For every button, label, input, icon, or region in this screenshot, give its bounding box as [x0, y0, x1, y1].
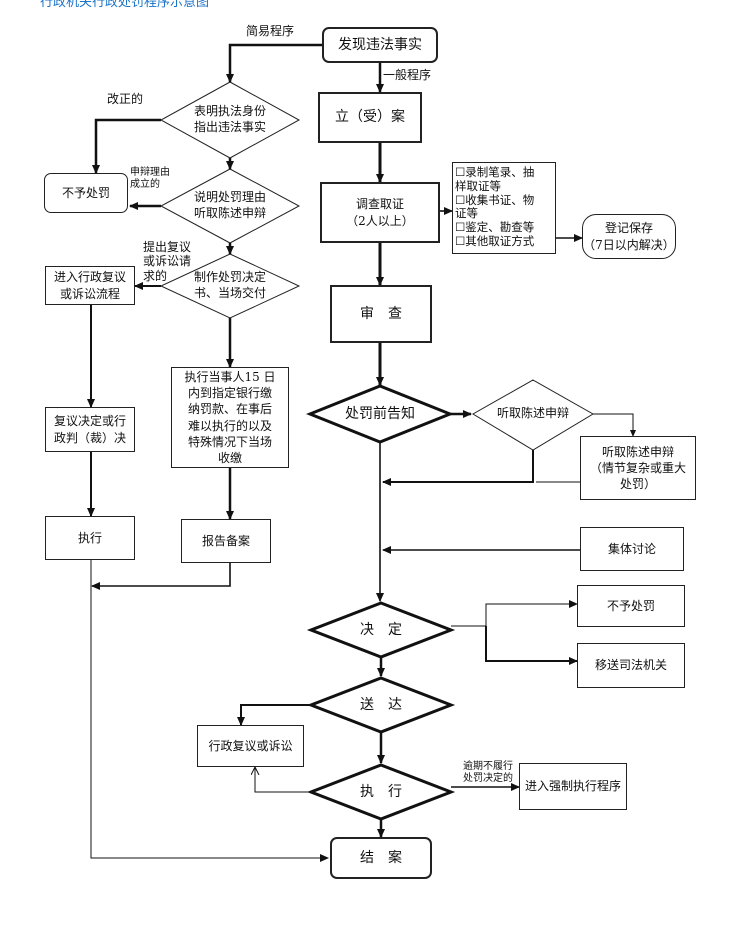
label-file-review: 提出复议 或诉讼请 求的 [143, 240, 192, 283]
node-collective: 集体讨论 [580, 527, 684, 571]
node-close-case: 结 案 [330, 837, 432, 879]
edge-corrected [92, 118, 161, 174]
node-admin-review: 进入行政复议 或诉讼流程 [45, 266, 135, 305]
edge-deliver-review [237, 704, 311, 726]
label-overdue: 逾期不履行 处罚决定的 [463, 761, 513, 784]
label-simple-procedure: 简易程序 [246, 24, 295, 38]
node-enforce: 进入强制执行程序 [519, 763, 627, 810]
edge-hear-return [382, 450, 534, 486]
page-title: 行政机关行政处罚程序示意图 [40, 0, 210, 10]
edge-branch-transfer [485, 626, 578, 665]
node-admin-review-lawsuit: 行政复议或诉讼 [197, 725, 304, 767]
node-hear-statement-box: 听取陈述申辩 （情节复杂或重大 处罚） [580, 436, 696, 500]
node-make-decision-text: 制作处罚决定 书、当场交付 [193, 270, 266, 300]
node-show-identity-text: 表明执法身份 指出违法事实 [193, 104, 266, 134]
node-no-penalty-left: 不予处罚 [44, 173, 128, 213]
node-pre-notice-text: 处罚前告知 [345, 405, 415, 422]
label-general-procedure: 一般程序 [383, 68, 432, 82]
node-investigate: 调查取证 （2人以上） [320, 182, 440, 243]
edge-left-to-close [90, 560, 329, 862]
node-review: 审 查 [330, 285, 432, 343]
node-decide-text: 决 定 [360, 621, 402, 638]
label-defense-valid: 申辩理由 成立的 [130, 167, 170, 190]
evidence-list: ☐录制笔录、抽 样取证等 ☐收集书证、物 证等 ☐鉴定、勘查等 ☐其他取证方式 [455, 165, 535, 248]
edge-report-merge [91, 563, 231, 590]
node-report-record: 报告备案 [181, 519, 271, 563]
edge-simple-procedure [226, 43, 322, 83]
node-review-decision: 复议决定或行 政判（裁）决 [45, 407, 135, 452]
node-deliver-text: 送 达 [360, 696, 402, 713]
node-register-case: 立（受）案 [318, 92, 422, 143]
edge-execute-review [255, 767, 311, 793]
edge-branch-no-penalty [485, 600, 578, 626]
node-explain-reason-text: 说明处罚理由 听取陈述申辩 [193, 190, 266, 220]
edge-hear-hearbox [593, 413, 636, 437]
node-execute-left: 执行 [45, 516, 135, 560]
node-hear-statement-text: 听取陈述申辩 [496, 406, 569, 421]
label-corrected: 改正的 [107, 92, 144, 106]
node-discover: 发现违法事实 [322, 27, 438, 63]
node-pay-fine: 执行当事人15 日 内到指定银行缴 纳罚款、在事后 难以执行的以及 特殊情况下当… [171, 367, 289, 468]
node-register-save: 登记保存 （7日以内解决） [582, 214, 676, 259]
node-no-penalty-right: 不予处罚 [577, 585, 685, 627]
node-transfer-judicial: 移送司法机关 [577, 643, 685, 688]
node-execute-main-text: 执 行 [360, 783, 402, 800]
node-evidence-box [452, 162, 556, 254]
